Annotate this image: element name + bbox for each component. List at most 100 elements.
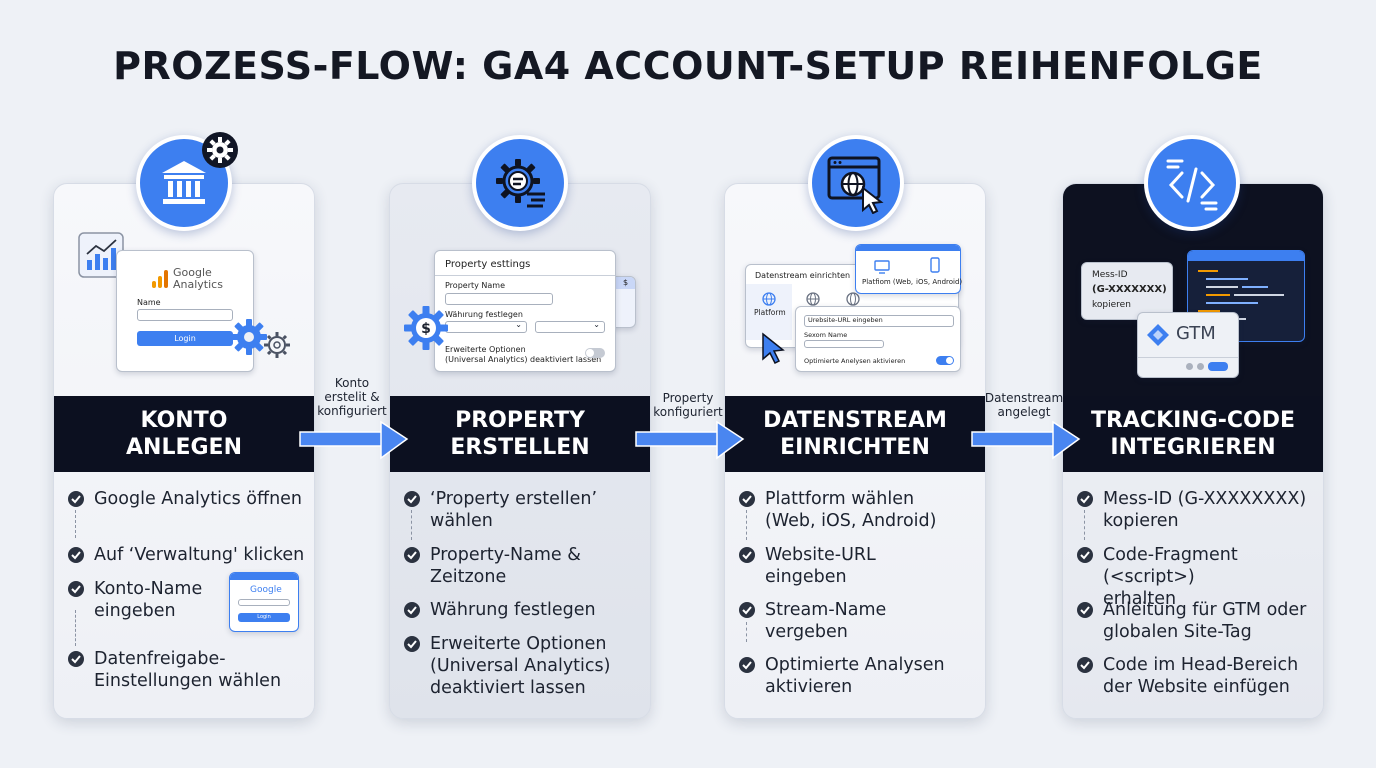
cursor-icon <box>761 332 787 368</box>
step-text: Google Analytics öffnen <box>94 489 303 509</box>
step-icon-circle <box>136 135 232 231</box>
card-illustration: Datenstream einrichten Platform Platfiom… <box>725 184 985 396</box>
step-text: Stream-Name vergeben <box>765 600 887 642</box>
step-text: Konto-Name eingeben <box>94 579 203 621</box>
tooltip-line1: Mess-ID <box>1092 270 1128 280</box>
step-icon-circle <box>472 135 568 231</box>
card-illustration: Google Analytics Name Login <box>54 184 314 396</box>
card-title-line2: EINRICHTEN <box>780 435 930 460</box>
card-title-line1: PROPERTY <box>455 408 585 433</box>
platform-popup: Platfiom (Web, iOS, Android) <box>855 244 963 294</box>
flow-arrow <box>971 420 1081 466</box>
check-icon <box>404 636 420 652</box>
bank-icon <box>162 161 206 204</box>
check-icon <box>68 491 84 507</box>
gear-document-icon <box>496 159 545 208</box>
card-title-line1: KONTO <box>140 408 228 433</box>
mini-brand: Google <box>250 585 282 595</box>
check-icon <box>404 547 420 563</box>
step-icon-circle <box>1144 135 1240 231</box>
page-title: PROZESS-FLOW: GA4 ACCOUNT-SETUP REIHENFO… <box>113 44 1263 88</box>
tooltip-line2: (G-XXXXXXX) <box>1092 284 1167 295</box>
code-icon <box>1166 159 1218 211</box>
gtm-button[interactable] <box>1208 362 1228 371</box>
stream-name-field[interactable] <box>804 340 884 348</box>
gtm-logo-icon <box>1146 323 1170 351</box>
login-mockup: Google Analytics Name Login <box>116 250 254 372</box>
connector-line <box>746 622 747 642</box>
card-illustration: Mess-ID (G-XXXXXXX) kopieren GTM <box>1063 184 1323 396</box>
currency-gear-icon: $ <box>402 304 450 356</box>
popup-ios: iOS, Android) <box>916 278 963 286</box>
step-text: Optimierte Analysen aktivieren <box>765 655 945 697</box>
mobile-icon <box>930 257 940 277</box>
step-text: Code-Fragment (<script>) erhalten <box>1103 545 1238 609</box>
step-text: Code im Head-Bereich der Website einfüge… <box>1103 655 1299 697</box>
mock-header: Property esttings <box>445 259 531 270</box>
timezone-select[interactable]: ⌄ <box>535 320 605 333</box>
card-title: KONTO ANLEGEN <box>54 396 314 472</box>
globe-icon <box>846 291 860 310</box>
google-mini-mockup: Google Login <box>229 572 299 632</box>
side-tab: $ <box>623 278 629 287</box>
mini-login-button: Login <box>238 613 290 622</box>
step-text: Property-Name & Zeitzone <box>430 545 581 587</box>
globe-icon <box>806 291 820 310</box>
login-button[interactable]: Login <box>137 331 233 346</box>
connector-line <box>75 610 76 646</box>
name-field[interactable] <box>137 309 233 321</box>
stream-label: Sexom Name <box>804 331 848 339</box>
arrow-label: Property konfiguriert <box>653 391 723 419</box>
step-card-tracking: Mess-ID (G-XXXXXXX) kopieren GTM TRACKIN… <box>1062 183 1324 719</box>
connector-line <box>746 510 747 540</box>
step-text: Anleitung für GTM oder globalen Site-Tag <box>1103 600 1307 642</box>
google-analytics-logo-icon <box>151 269 169 293</box>
options-line1: Erweiterte Optionen <box>445 345 526 354</box>
card-illustration: $ Property esttings Property Name Wähıru… <box>390 184 650 396</box>
step-text: Plattform wählen (Web, iOS, Android) <box>765 489 937 531</box>
check-icon <box>68 547 84 563</box>
url-field[interactable]: Urebsite-URL eingeben <box>804 315 954 327</box>
check-icon <box>404 602 420 618</box>
currency-label: Wähırung festlegen <box>445 310 523 319</box>
gtm-card-mockup: GTM <box>1137 312 1239 378</box>
card-title-line2: ANLEGEN <box>126 435 242 460</box>
card-title-line1: DATENSTREAM <box>763 408 947 433</box>
step-card-datenstream: Datenstream einrichten Platform Platfiom… <box>724 183 986 719</box>
check-icon <box>68 651 84 667</box>
property-name-field[interactable] <box>445 293 553 305</box>
card-title: DATENSTREAM EINRICHTEN <box>725 396 985 472</box>
currency-select[interactable]: ⌄ <box>445 320 527 333</box>
card-title-line1: TRACKING-CODE <box>1090 408 1296 433</box>
card-title: TRACKING-CODE INTEGRIEREN <box>1063 396 1323 472</box>
step-text: Mess-ID (G-XXXXXXXX) kopieren <box>1103 489 1307 531</box>
svg-text:$: $ <box>421 321 431 337</box>
connector-line <box>1084 510 1085 540</box>
brand-line2: Analytics <box>173 278 223 291</box>
step-text: Erweiterte Optionen (Universal Analytics… <box>430 634 611 698</box>
check-icon <box>68 581 84 597</box>
check-icon <box>739 491 755 507</box>
connector-line <box>75 510 76 538</box>
tooltip-line3: kopieren <box>1092 300 1131 310</box>
check-icon <box>739 547 755 563</box>
property-settings-mockup: Property esttings Property Name Wähırung… <box>434 250 616 372</box>
card-title-line2: INTEGRIEREN <box>1110 435 1276 460</box>
check-icon <box>404 491 420 507</box>
gear-outline-icon <box>262 330 292 364</box>
step-text: Währung festlegen <box>430 600 596 620</box>
gear-icon <box>230 318 268 360</box>
step-card-konto: Google Analytics Name Login <box>53 183 315 719</box>
optimize-toggle[interactable] <box>936 356 954 365</box>
gtm-label: GTM <box>1176 323 1216 344</box>
options-toggle[interactable] <box>585 348 605 358</box>
check-icon <box>739 657 755 673</box>
card-title-line2: ERSTELLEN <box>450 435 590 460</box>
name-label: Name <box>137 298 161 307</box>
check-icon <box>1077 657 1093 673</box>
step-text: Auf ‘Verwaltung' klicken <box>94 545 305 565</box>
name-label: Property Name <box>445 281 505 290</box>
check-icon <box>1077 602 1093 618</box>
step-icon-circle <box>808 135 904 231</box>
connector-line <box>411 510 412 540</box>
